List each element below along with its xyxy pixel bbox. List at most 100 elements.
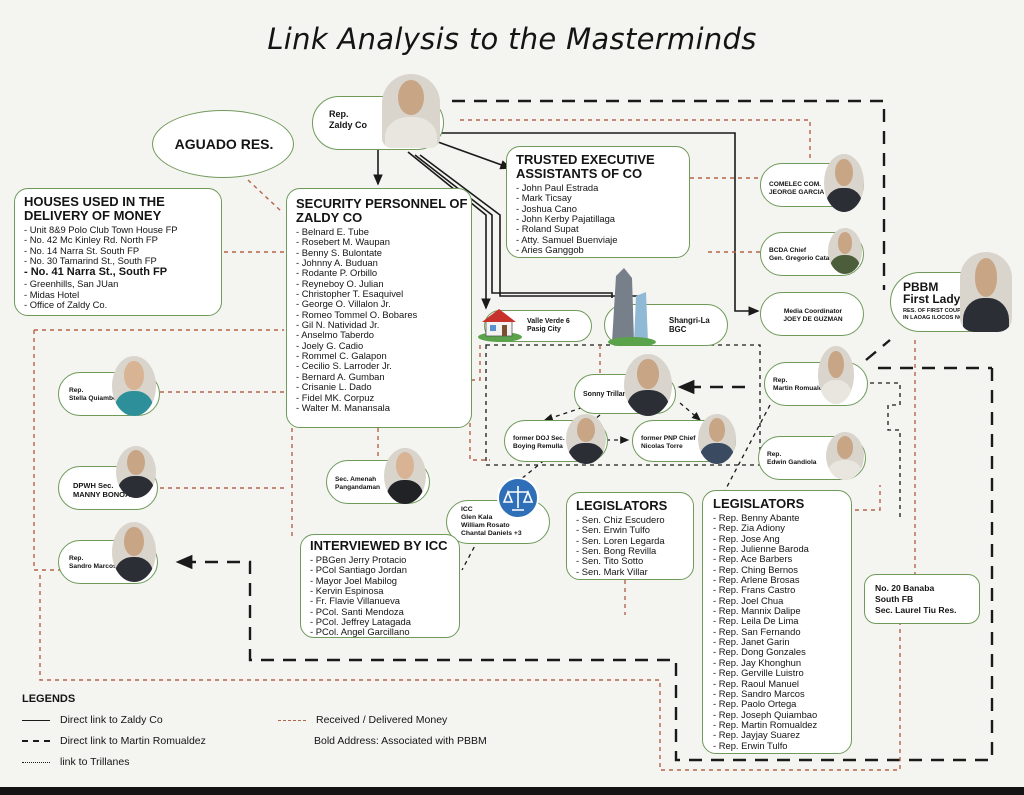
footer-bar (0, 787, 1024, 795)
list-item: Christopher T. Esaquivel (296, 288, 463, 299)
list-item: Mark Ticsay (516, 192, 681, 203)
box-interviewed: INTERVIEWED BY ICC PBGen Jerry Protacio … (300, 534, 460, 638)
legend-dotted-swatch (22, 761, 50, 763)
legend-dash-swatch (22, 740, 50, 743)
house-icon (478, 309, 522, 342)
list-item: Office of Zaldy Co. (24, 299, 213, 310)
list-item: Rep. Gerville Luistro (713, 667, 843, 678)
bcda-photo (828, 228, 862, 274)
legislators2-title: LEGISLATORS (713, 496, 805, 511)
list-item: Rep. Joseph Quiambao (713, 709, 843, 720)
list-item: George O. Villalon Jr. (296, 299, 463, 310)
list-item: Crisanie L. Dado (296, 381, 463, 392)
trillanes-photo (624, 354, 672, 416)
link-zaldy-media (440, 132, 760, 316)
list-item: Romeo Tommel O. Bobares (296, 309, 463, 320)
legend-label: Direct link to Zaldy Co (60, 714, 163, 726)
list-item: Rep. Dong Gonzales (713, 647, 843, 658)
trusted-title: TRUSTED EXECUTIVE ASSISTANTS OF CO (516, 152, 655, 181)
money-valle-legis (469, 345, 490, 461)
link-zaldy-trusted (437, 141, 512, 170)
list-item: Atty. Samuel Buenviaje (516, 234, 681, 245)
legend-direct-zaldy: Direct link to Zaldy Co (22, 714, 163, 726)
romualdez-photo (818, 346, 854, 404)
list-item: PCol. Santi Mendoza (310, 606, 451, 617)
list-item: Greenhills, San JUan (24, 279, 213, 290)
amenah-label: Sec. Amenah Pangandaman (335, 476, 381, 491)
box-houses: HOUSES USED IN THE DELIVERY OF MONEY Uni… (14, 188, 222, 316)
money-left-loop (33, 329, 284, 571)
stella-photo (112, 356, 156, 416)
legend-direct-martin: Direct link to Martin Romualdez (22, 735, 206, 747)
box-legislators-senators: LEGISLATORS Sen. Chiz Escudero Sen. Erwi… (566, 492, 694, 580)
shangri-label: Shangri-La BGC (669, 316, 710, 334)
list-item: Roland Supat (516, 224, 681, 235)
list-item: No. 30 Tamarind St., South FP (24, 255, 213, 266)
list-item: Rosebert M. Waupan (296, 236, 463, 247)
money-bottom (39, 575, 901, 771)
legend-bold-address: Bold Address: Associated with PBBM (314, 735, 487, 747)
legend-solid-swatch (22, 719, 50, 721)
list-item: Fidel MK. Corpuz (296, 392, 463, 403)
list-item: Belnard E. Tube (296, 226, 463, 237)
stella-label: Rep. Stella Quiambo (69, 387, 117, 402)
list-item: Rommel C. Galapon (296, 350, 463, 361)
link-martin-top (452, 99, 886, 290)
remulla-photo (566, 414, 606, 464)
list-item: Benny S. Bulontate (296, 247, 463, 258)
link-trillanes-torre (679, 402, 701, 421)
list-item-bold: No. 41 Narra St., South FP (24, 266, 213, 279)
list-item: No. 14 Narra St. South FP (24, 245, 213, 256)
list-item: Kervin Espinosa (310, 585, 451, 596)
legislators2-list: Rep. Benny Abante Rep. Zia Adiony Rep. J… (713, 512, 843, 751)
bonoan-photo (116, 446, 156, 498)
list-item: Rep. Zia Adiony (713, 522, 843, 533)
page-title: Link Analysis to the Masterminds (267, 22, 757, 56)
torre-label: former PNP Chief Nicolas Torre (641, 435, 696, 450)
node-icc: ICC Glen Kala William Rosato Chantal Dan… (446, 500, 550, 544)
houses-title: HOUSES USED IN THE DELIVERY OF MONEY (24, 194, 165, 223)
link-martin-outer (175, 368, 994, 762)
legend-label: Received / Delivered Money (316, 714, 448, 726)
list-item: Rep. Joel Chua (713, 595, 843, 606)
list-item: PCol Santiago Jordan (310, 564, 451, 575)
money-zaldy-comelec (460, 119, 811, 160)
gandiola-label: Rep. Edwin Gandiola (767, 451, 817, 466)
legend-label: Direct link to Martin Romualdez (60, 735, 206, 747)
security-list: Belnard E. Tube Rosebert M. Waupan Benny… (296, 226, 463, 413)
list-item: Rep. Arlene Brosas (713, 574, 843, 585)
icc-label: ICC Glen Kala William Rosato Chantal Dan… (461, 506, 522, 537)
houses-list: Unit 8&9 Polo Club Town House FP No. 42 … (24, 224, 213, 310)
sandro-label: Rep. Sandro Marcos (69, 555, 117, 570)
list-item: Reyneboy O. Julian (296, 278, 463, 289)
list-item: PCol. Angel Garcillano (310, 627, 451, 638)
list-item: Rep. Julienne Baroda (713, 543, 843, 554)
legislators1-title: LEGISLATORS (576, 498, 668, 513)
list-item: PCol. Jeffrey Latagada (310, 616, 451, 627)
pbbm-photo (960, 252, 1012, 332)
list-item: Rep. Leila De Lima (713, 616, 843, 627)
list-item: Sen. Bong Revilla (576, 545, 685, 556)
list-item: Sen. Erwin Tulfo (576, 524, 685, 535)
legend-link-trillanes: link to Trillanes (22, 756, 129, 768)
valle-label: Valle Verde 6 Pasig City (527, 318, 570, 333)
zaldy-photo (382, 74, 440, 148)
box-banaba: No. 20 Banaba South FB Sec. Laurel Tiu R… (864, 574, 980, 624)
list-item: Gil N. Natividad Jr. (296, 319, 463, 330)
box-security: SECURITY PERSONNEL OF ZALDY CO Belnard E… (286, 188, 472, 428)
list-item: Sen. Tito Sotto (576, 556, 685, 567)
link-icc-interviewed (461, 539, 479, 571)
legend-money-swatch (278, 719, 306, 721)
list-item: Bernard A. Gumban (296, 371, 463, 382)
list-item: Rep. Paolo Ortega (713, 698, 843, 709)
list-item: Mayor Joel Mabilog (310, 575, 451, 586)
trusted-list: John Paul Estrada Mark Ticsay Joshua Can… (516, 182, 681, 255)
link-trillanes-legis (719, 404, 771, 501)
legend-title: LEGENDS (22, 693, 76, 705)
comelec-photo (824, 154, 864, 212)
node-aguado-res: AGUADO RES. (152, 110, 294, 178)
list-item: PBGen Jerry Protacio (310, 554, 451, 565)
remulla-label: former DOJ Sec. Boying Remulla (513, 435, 565, 450)
icc-logo-icon (497, 477, 539, 519)
list-item: Unit 8&9 Polo Club Town House FP (24, 224, 213, 235)
